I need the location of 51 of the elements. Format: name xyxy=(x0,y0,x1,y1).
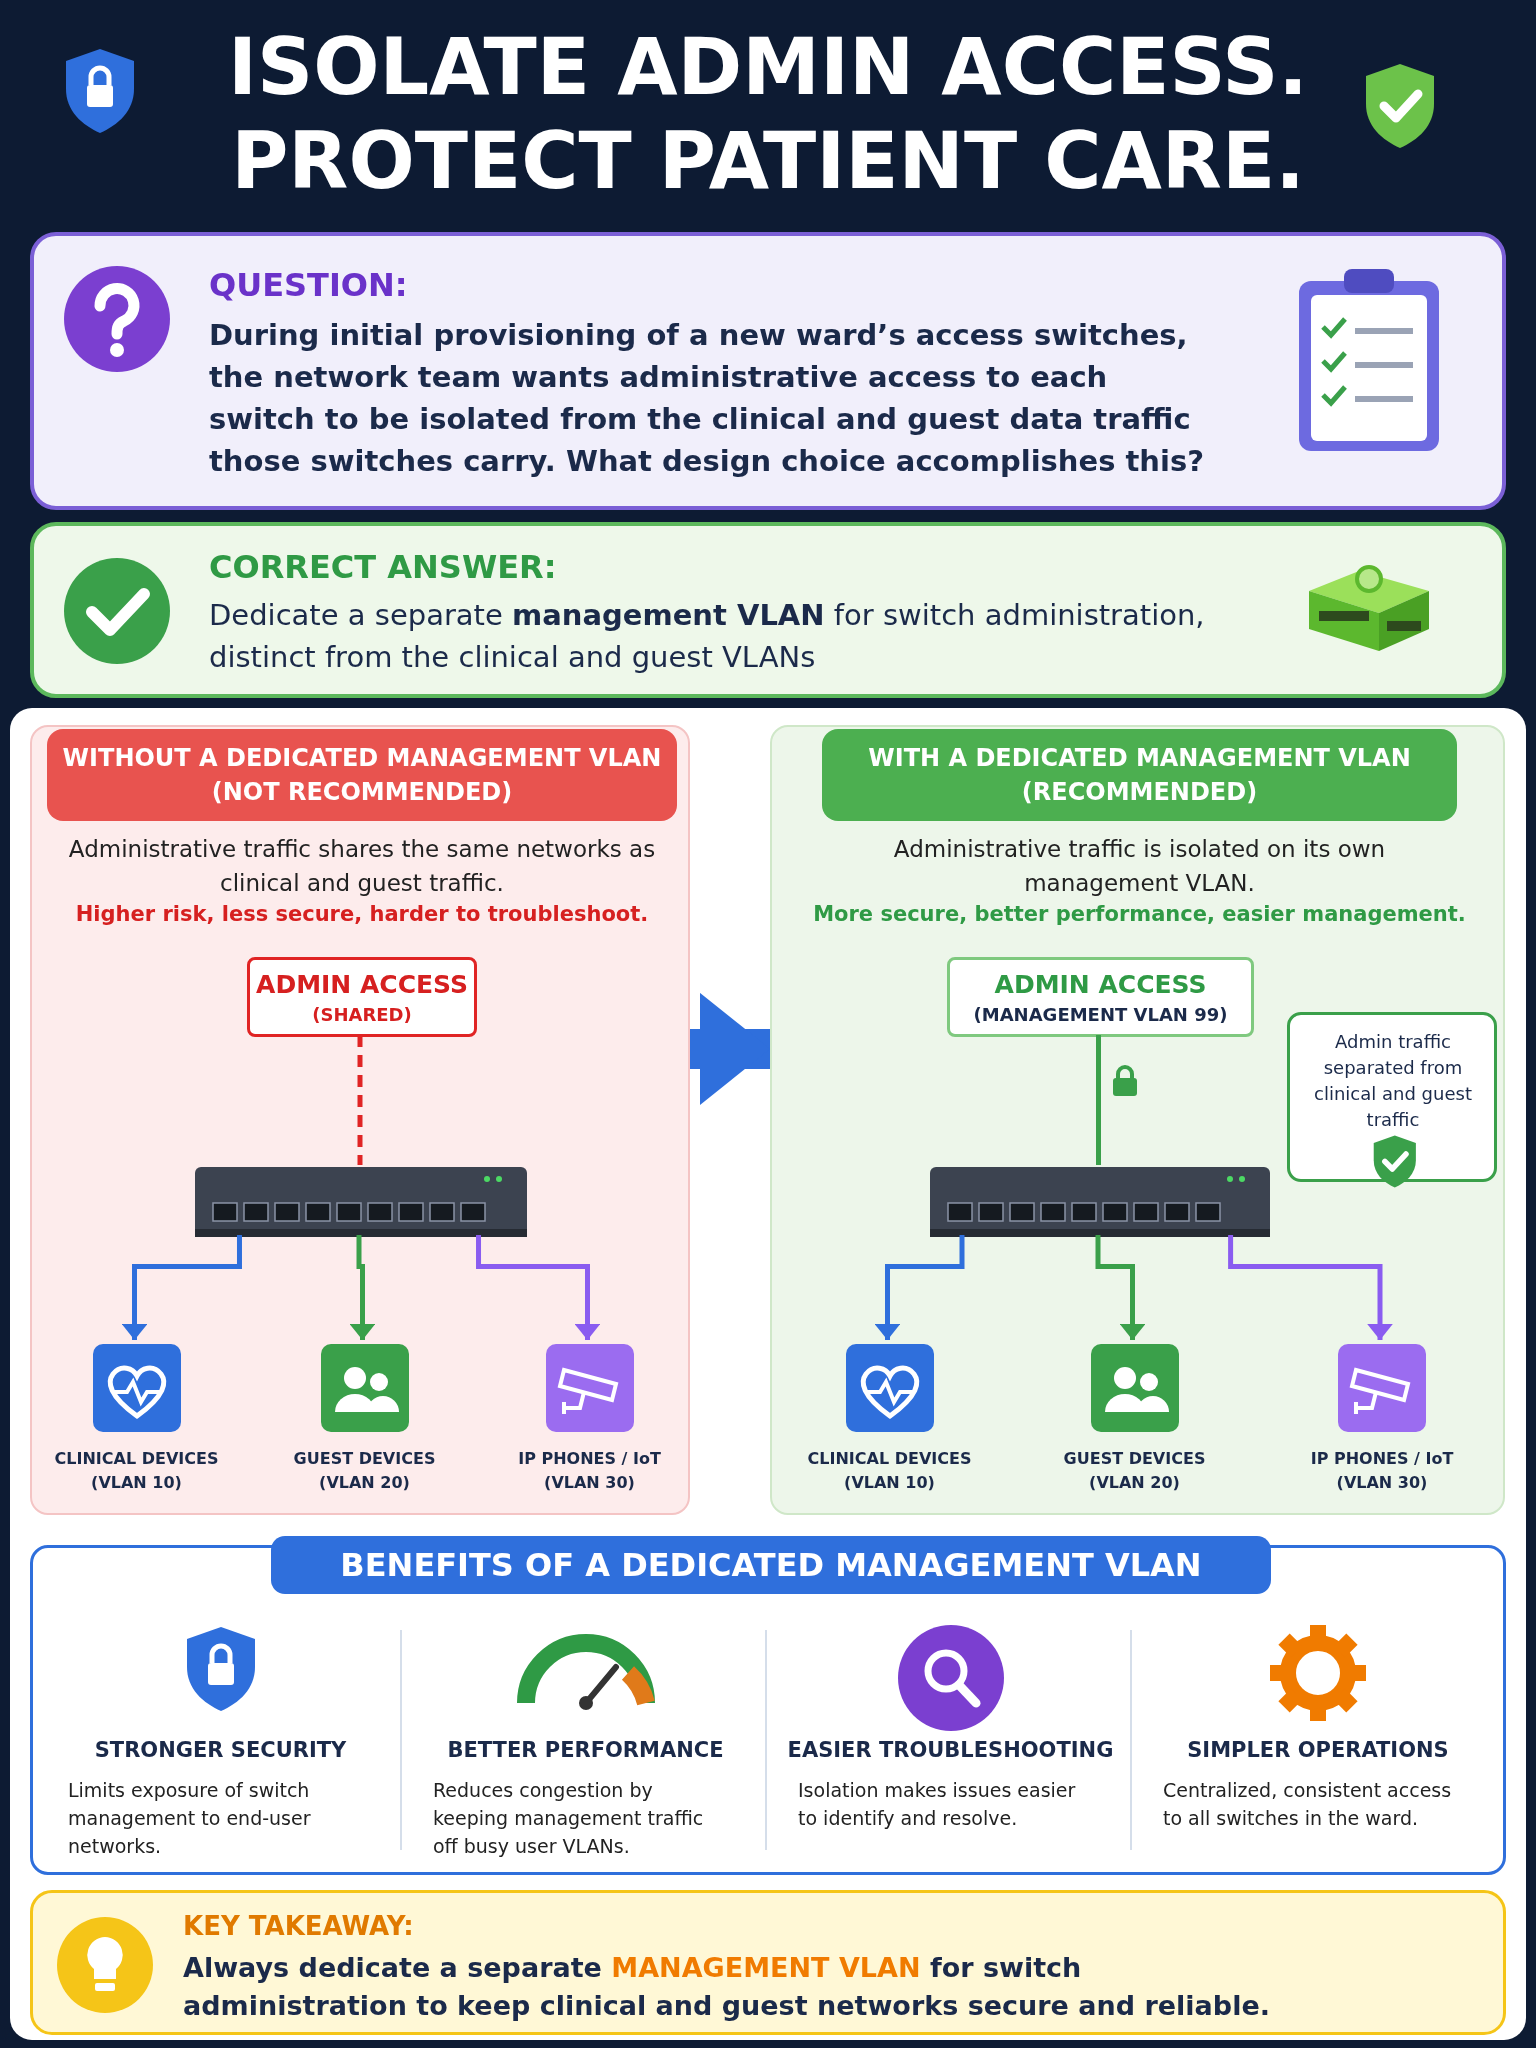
title: ISOLATE ADMIN ACCESS. PROTECT PATIENT CARE. xyxy=(227,21,1309,208)
description-text: Administrative traffic shares the same networks as clinical and guest traffic. xyxy=(67,835,657,898)
heading-banner: WITHOUT A DEDICATED MANAGEMENT VLAN (NOT RECOMMENDED) xyxy=(47,729,677,821)
arrow xyxy=(874,1235,965,1340)
benefit-heading: BETTER PERFORMANCE xyxy=(446,1738,725,1762)
benefit-text: Centralized, consistent access to all switches in the ward. xyxy=(1163,1778,1453,1831)
connector-line xyxy=(1096,1035,1101,1165)
arrow xyxy=(476,1235,601,1340)
arrow xyxy=(121,1235,242,1340)
device-label: GUEST DEVICES (VLAN 20) xyxy=(292,1448,437,1494)
callout-text: Admin traffic separated from clinical and guest traffic xyxy=(1313,1030,1473,1132)
network-switch-drawing xyxy=(195,1167,527,1237)
description-text: Administrative traffic is isolated on its own management VLAN. xyxy=(892,835,1387,898)
comparison-panel xyxy=(30,725,690,1515)
question-heading: QUESTION: xyxy=(209,266,408,304)
answer-heading: CORRECT ANSWER: xyxy=(209,548,557,586)
admin-access-box xyxy=(947,957,1254,1037)
benefit-text: Limits exposure of switch management to end-user networks. xyxy=(68,1778,312,1859)
benefit-text: Reduces congestion by keeping management traffic off busy user VLANs. xyxy=(433,1778,705,1859)
box-subtext: (SHARED) xyxy=(311,1004,413,1025)
question-panel xyxy=(30,232,1506,510)
benefit-text: Isolation makes issues easier to identify and resolve. xyxy=(798,1778,1077,1831)
heading-banner: WITH A DEDICATED MANAGEMENT VLAN (RECOMMENDED) xyxy=(822,729,1457,821)
box-heading: ADMIN ACCESS xyxy=(255,970,469,999)
connector-line xyxy=(357,1035,363,1165)
question-text: During initial provisioning of a new ward’s access switches, the network team wants administrative access to each switch to be isolated from the clinical and guest data traffic those switches carry. What design choice accomplishes this? xyxy=(209,317,1206,480)
device-label: GUEST DEVICES (VLAN 20) xyxy=(1062,1448,1207,1494)
benefit-note: More secure, better performance, easier management. xyxy=(812,902,1467,926)
section-banner: BENEFITS OF A DEDICATED MANAGEMENT VLAN xyxy=(271,1536,1271,1594)
warning-text: Higher risk, less secure, harder to troubleshoot. xyxy=(74,902,650,926)
answer-text: Dedicate a separate management VLAN for switch administration, distinct from the clinical and guest VLANs xyxy=(209,597,1206,676)
network-switch-drawing xyxy=(930,1167,1270,1237)
device-label: IP PHONES / IoT (VLAN 30) xyxy=(517,1448,662,1494)
comparison-panel xyxy=(770,725,1505,1515)
benefit-heading: SIMPLER OPERATIONS xyxy=(1186,1738,1450,1762)
arrow xyxy=(349,1235,376,1340)
answer-panel xyxy=(30,522,1506,698)
device-label: CLINICAL DEVICES (VLAN 10) xyxy=(806,1448,973,1494)
arrow xyxy=(1095,1235,1146,1340)
benefit-heading: EASIER TROUBLESHOOTING xyxy=(786,1738,1115,1762)
takeaway-panel xyxy=(30,1890,1506,2035)
device-label: CLINICAL DEVICES (VLAN 10) xyxy=(53,1448,220,1494)
box-heading: ADMIN ACCESS xyxy=(993,970,1208,999)
admin-access-box xyxy=(247,957,477,1037)
device-label: IP PHONES / IoT (VLAN 30) xyxy=(1309,1448,1455,1494)
transition-arrow xyxy=(690,992,770,1105)
takeaway-heading: KEY TAKEAWAY: xyxy=(183,1911,414,1941)
benefit-heading: STRONGER SECURITY xyxy=(93,1738,348,1762)
box-subtext: (MANAGEMENT VLAN 99) xyxy=(972,1004,1229,1025)
takeaway-text: Always dedicate a separate MANAGEMENT VLAN for switch administration to keep clinical and guest networks secure and reliable. xyxy=(183,1951,1271,2023)
arrow xyxy=(1228,1235,1393,1340)
